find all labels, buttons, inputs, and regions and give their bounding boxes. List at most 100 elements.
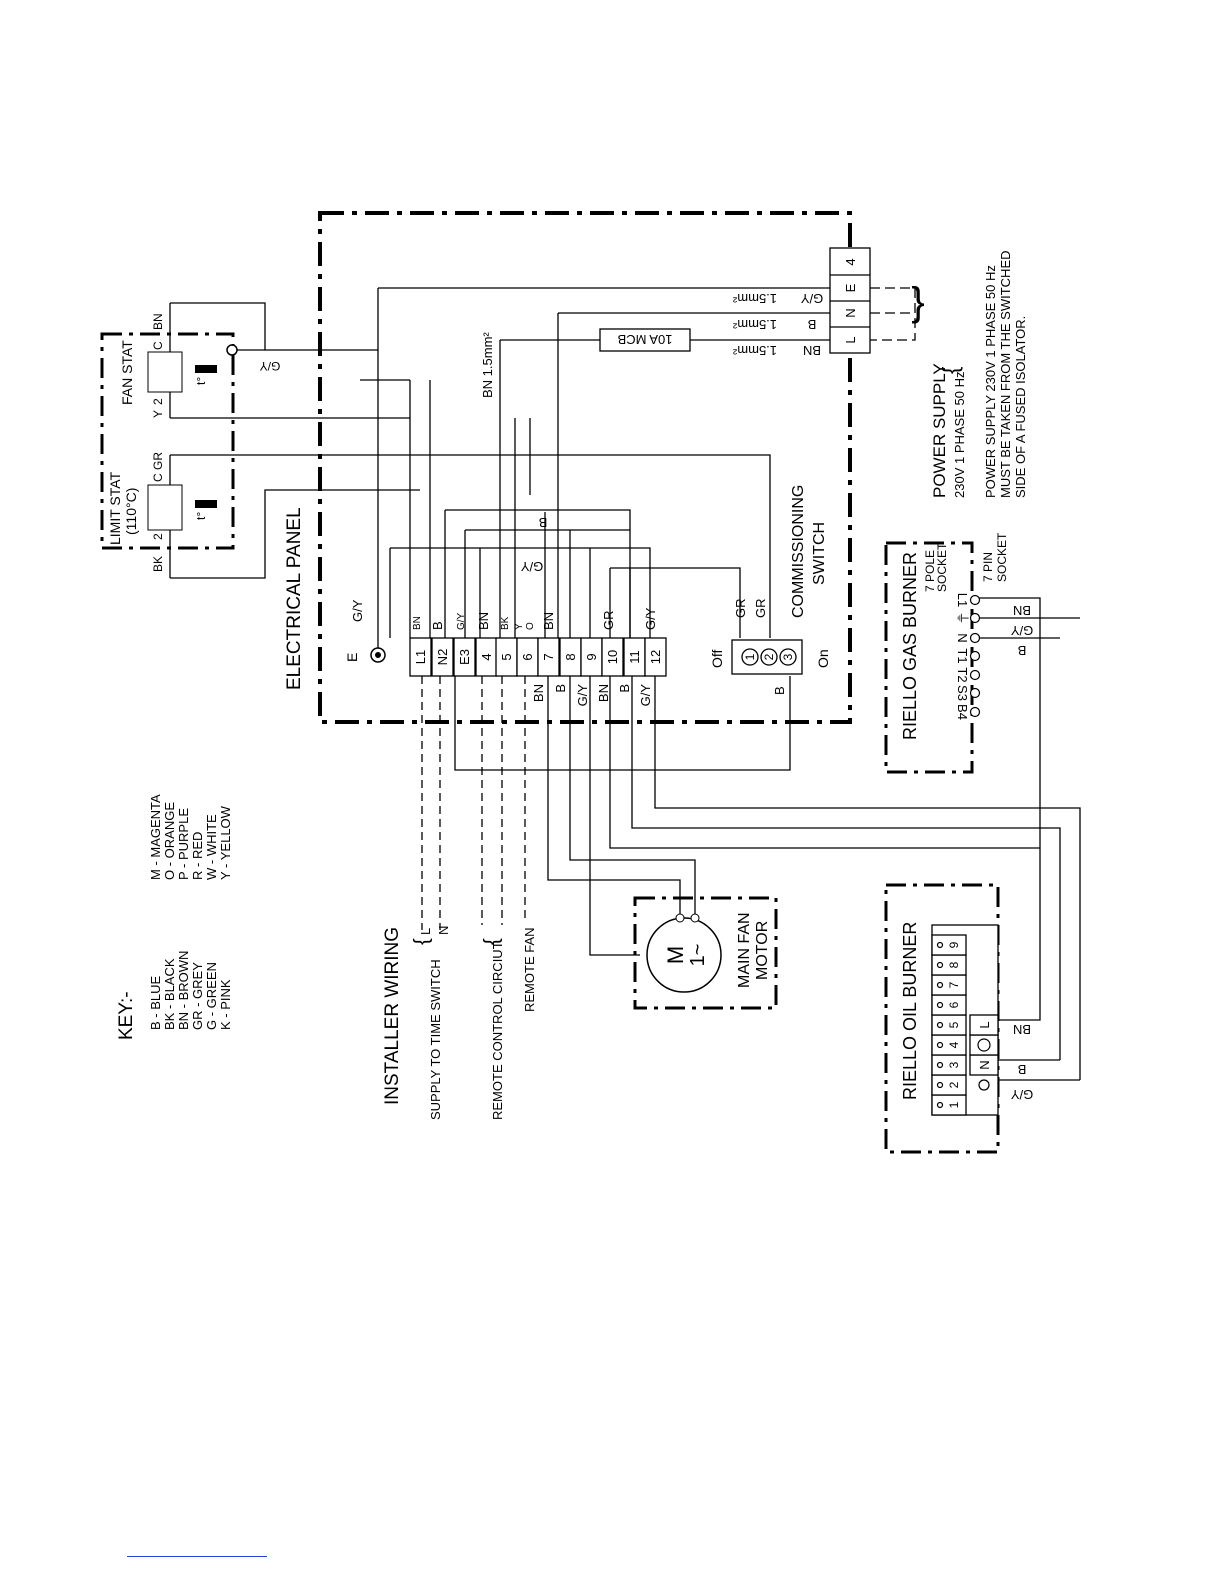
oil-terminal-label: 5 [947,1021,961,1028]
strip-top-wire-label: Y [514,623,525,630]
earth-wire-label: G/Y [350,599,365,622]
strip-terminal [431,637,454,677]
supply-terminal-label: N [843,308,858,317]
key-entry: BN - BROWN [176,951,191,1030]
power-supply-note: POWER SUPPLY 230V 1 PHASE 50 Hz [983,265,998,498]
limit-stat-wire-gr: GR [151,452,165,470]
gas-burner-pin-label: T2 [955,667,970,682]
oil-burner-box [884,883,1000,1154]
supply-wire-label: B [808,317,817,332]
key-entry: BK - BLACK [162,958,177,1030]
strip-terminal-label: 9 [584,653,599,660]
switch-position-label: 2 [762,653,776,660]
earth-label: E [344,653,360,662]
limit-stat-symbol-label: t° [194,512,208,520]
fan-stat-earth-icon [226,344,238,356]
gas-7pin-2: SOCKET [995,532,1009,582]
gas-burner-pin [969,594,981,606]
gas-burner-pin-label: B4 [955,704,970,720]
key-entry: Y - YELLOW [218,805,233,880]
limit-stat-terminal-c: C [151,473,165,482]
key-entry: GR - GREY [190,962,205,1030]
limit-stat-rating: (110°C) [123,488,139,535]
power-supply-brace: { [938,367,963,374]
commissioning-switch [731,639,803,675]
gas-burner-pin [969,632,981,644]
installer-title: INSTALLER WIRING [382,927,403,1105]
motor-box [633,896,778,1010]
key-entry: W - WHITE [204,814,219,880]
key-entry: M - MAGENTA [148,794,163,880]
oil-terminal-screw [936,981,944,989]
switch-position-label: 1 [743,653,757,660]
oil-terminal-label: 7 [947,981,961,988]
strip-bottom-wire-label: BN [531,684,546,702]
oil-burner-wire-label: B [1018,1062,1027,1077]
supply-size-label: 1.5mm² [732,291,777,306]
oil-terminal-screw [936,1061,944,1069]
strip-bottom-wire-label: B [617,684,632,693]
strip-bottom-wire-label: G/Y [638,684,653,707]
strip-top-wire-label: O [525,622,536,630]
strip-terminal-label: 8 [563,653,578,660]
oil-terminal-screw [936,961,944,969]
gas-burner-title: RIELLO GAS BURNER [900,552,920,740]
installer-supply: SUPPLY TO TIME SWITCH [428,959,443,1120]
power-supply-spec: 230V 1 PHASE 50 Hz [952,372,967,498]
oil-terminal-cell [931,934,967,956]
gas-burner-pin [969,687,981,699]
gas-7pin-1: 7 PIN [981,552,995,582]
oil-terminal-label: 1 [947,1101,961,1108]
supply-terminal-label: 4 [843,258,858,265]
power-supply-note: MUST BE TAKEN FROM THE SWITCHED [998,250,1013,498]
strip-terminal-label: L1 [413,650,428,664]
key-entry: R - RED [190,832,205,880]
fan-stat-wire-bn: BN [151,313,165,330]
switch-wire-gr-2: GR [753,599,768,619]
oil-l-label: L [977,1021,992,1028]
electrical-panel-border [318,211,852,724]
motor-title-1: MAIN FAN [736,912,753,988]
switch-title-1: COMMISSIONING [790,485,807,618]
strip-terminal [601,637,624,677]
upper-bus-label-b: B [539,515,548,530]
gas-burner-wire-label: BN [1013,603,1031,618]
gas-burner-pin [969,706,981,718]
gas-burner-wire-label: B [1018,643,1027,658]
strip-top-wire-label: B [430,621,445,630]
strip-top-wire-label: BN [541,612,556,630]
upper-bus-label-gy: G/Y [520,559,543,574]
limit-stat-title: LIMIT STAT [107,471,123,545]
switch-wire-b: B [772,686,787,695]
supply-size-label: 1.5mm² [732,343,777,358]
oil-terminal-screw [936,1001,944,1009]
installer-supply-n: N [436,926,451,935]
installer-remote-fan: REMOTE FAN [522,927,537,1012]
key-entry: G - GREEN [204,962,219,1030]
fan-stat-terminal-c: C [151,341,165,350]
fan-stat-earth-wire: G/Y [260,359,281,373]
fan-stat-wire-y: Y [151,410,165,418]
strip-terminal-label: 11 [627,650,642,664]
oil-x-terminal [977,1038,991,1052]
supply-terminal-label: L [843,336,858,343]
motor-phase-label: 1~ [687,944,709,967]
oil-terminal-screw [936,1101,944,1109]
oil-terminal-screw [936,1021,944,1029]
gas-burner-pin-label: S3 [955,685,970,701]
oil-earth-terminal [978,1079,990,1091]
limit-stat-symbol [147,484,183,531]
strip-terminal-label: 10 [605,650,620,664]
strip-top-wire-label: G/Y [643,607,658,630]
switch-wire-gr-1: GR [733,599,748,619]
switch-title-2: SWITCH [811,522,828,585]
supply-brace: } [911,280,924,324]
limit-stat-wire-bk: BK [151,556,165,572]
switch-on-label: On [815,649,831,668]
strip-terminal-label: 6 [520,653,535,660]
supply-terminal-block [829,247,871,354]
strip-top-wire-label: GR [601,611,616,631]
